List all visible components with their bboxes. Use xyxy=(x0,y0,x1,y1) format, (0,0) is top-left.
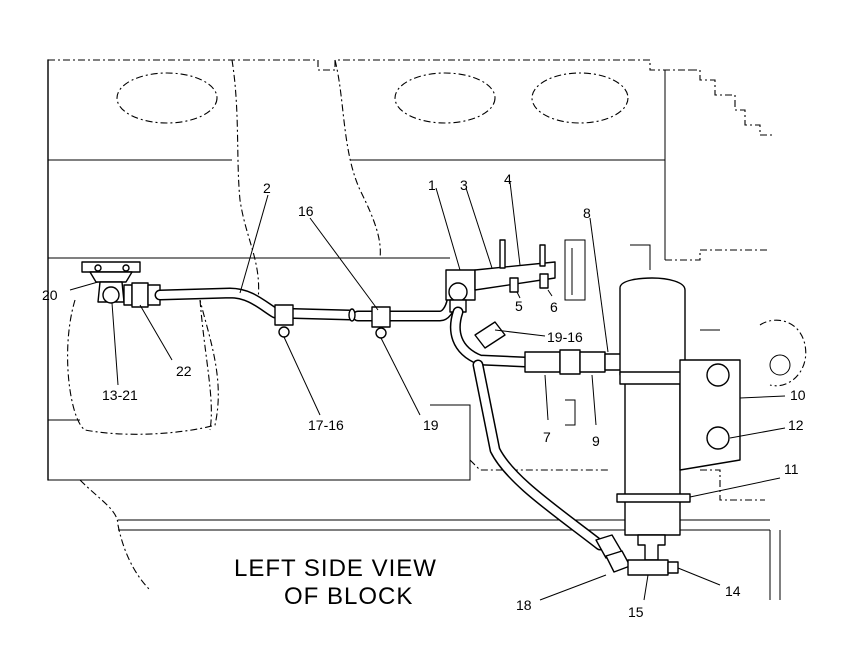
callout-7: 7 xyxy=(543,429,551,445)
callout-19: 19 xyxy=(423,417,439,433)
oil-tube xyxy=(154,287,458,322)
callout-3: 3 xyxy=(460,177,468,193)
callout-10: 10 xyxy=(790,387,806,403)
leader-lines xyxy=(69,181,786,601)
callout-1: 1 xyxy=(428,177,436,193)
callout-6: 6 xyxy=(550,299,558,315)
callout-17-16: 17-16 xyxy=(308,417,344,433)
callout-9: 9 xyxy=(592,433,600,449)
left-fitting-assembly xyxy=(81,261,161,308)
callout-2: 2 xyxy=(263,180,271,196)
diagram-caption: LEFT SIDE VIEW OF BLOCK xyxy=(234,555,437,610)
callout-15: 15 xyxy=(628,604,644,620)
callout-19-16: 19-16 xyxy=(547,329,583,345)
callout-5: 5 xyxy=(515,298,523,314)
filter-canister xyxy=(616,277,741,576)
callout-22: 22 xyxy=(176,363,192,379)
callout-12: 12 xyxy=(788,417,804,433)
callout-8: 8 xyxy=(583,205,591,221)
callout-13-21: 13-21 xyxy=(102,387,138,403)
caption-line-1: LEFT SIDE VIEW xyxy=(234,555,437,582)
callout-14: 14 xyxy=(725,583,741,599)
caption-line-2: OF BLOCK xyxy=(284,583,413,610)
callout-20: 20 xyxy=(42,287,58,303)
callout-4: 4 xyxy=(504,171,512,187)
drain-hose xyxy=(472,359,631,573)
callout-16: 16 xyxy=(298,203,314,219)
callout-11: 11 xyxy=(784,461,799,477)
callout-labels: 1 2 3 4 5 6 7 8 9 10 11 12 13-21 14 15 1… xyxy=(42,171,806,620)
callout-18: 18 xyxy=(516,597,532,613)
engine-block-outline xyxy=(47,59,807,600)
turbo-bracket-assembly xyxy=(445,239,556,313)
